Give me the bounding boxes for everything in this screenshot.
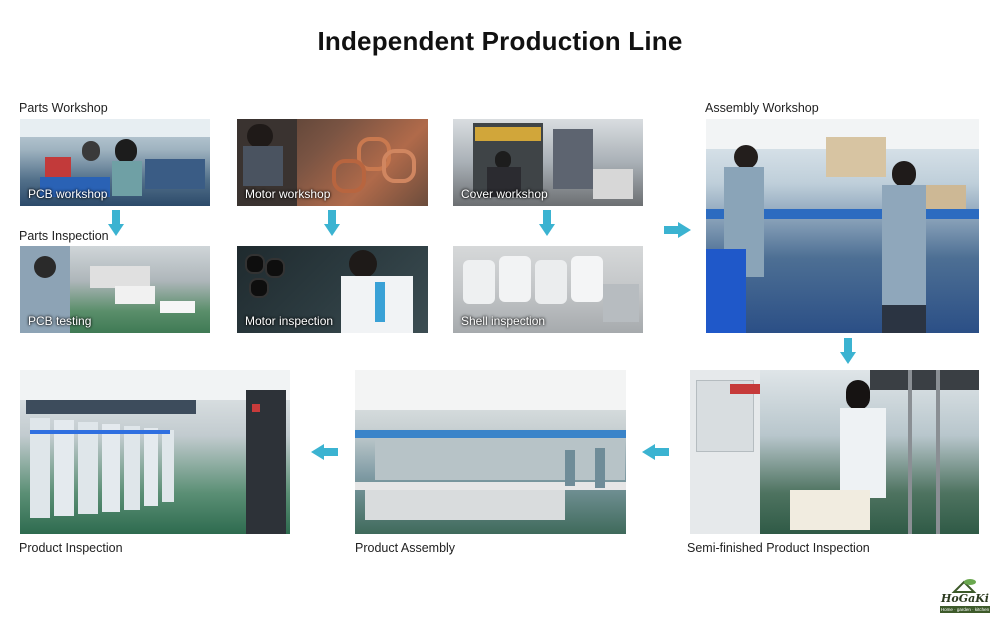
pcb-workshop-caption: PCB workshop xyxy=(28,187,108,201)
product-assembly-label: Product Assembly xyxy=(355,541,456,555)
assembly-workshop-photo xyxy=(706,119,979,333)
motor-inspection-caption: Motor inspection xyxy=(245,314,334,328)
semi-finished-inspection-photo xyxy=(690,370,979,534)
shell-inspection-photo: Shell inspection xyxy=(453,246,643,333)
motor-workshop-photo: Motor workshop xyxy=(237,119,428,206)
pcb-testing-caption: PCB testing xyxy=(28,314,92,328)
page-title: Independent Production Line xyxy=(317,26,683,56)
arrow-down-icon xyxy=(324,210,340,236)
house-leaf-icon xyxy=(951,579,977,593)
cover-workshop-caption: Cover workshop xyxy=(461,187,548,201)
brand-logo: HoGaKi Home · garden · kitchen xyxy=(940,576,990,616)
cover-workshop-photo: Cover workshop xyxy=(453,119,643,206)
pcb-testing-photo: PCB testing xyxy=(20,246,210,333)
shell-inspection-caption: Shell inspection xyxy=(461,314,546,328)
semi-finished-inspection-label: Semi-finished Product Inspection xyxy=(687,541,870,555)
arrow-down-icon xyxy=(108,210,124,236)
motor-workshop-caption: Motor workshop xyxy=(245,187,331,201)
parts-workshop-label: Parts Workshop xyxy=(19,101,108,115)
logo-tagline: Home · garden · kitchen xyxy=(940,606,990,613)
product-inspection-label: Product Inspection xyxy=(19,541,123,555)
parts-inspection-label: Parts Inspection xyxy=(19,229,109,243)
product-assembly-photo xyxy=(355,370,626,534)
assembly-workshop-label: Assembly Workshop xyxy=(705,101,819,115)
arrow-left-icon xyxy=(311,444,338,460)
product-inspection-photo xyxy=(20,370,290,534)
arrow-down-icon xyxy=(840,338,856,364)
arrow-down-icon xyxy=(539,210,555,236)
pcb-workshop-photo: PCB workshop xyxy=(20,119,210,206)
motor-inspection-photo: Motor inspection xyxy=(237,246,428,333)
arrow-right-icon xyxy=(664,222,691,238)
logo-name: HoGaKi xyxy=(941,592,989,605)
arrow-left-icon xyxy=(642,444,669,460)
